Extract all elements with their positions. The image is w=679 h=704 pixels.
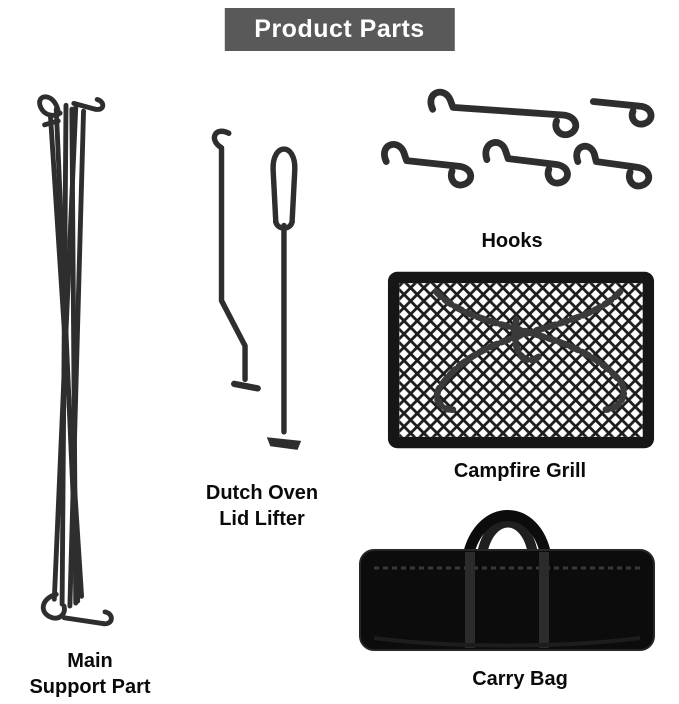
folded-poles-icon <box>37 94 114 627</box>
label-line: Campfire Grill <box>453 460 587 482</box>
label-hooks: Hooks <box>432 228 592 254</box>
bag-handle-front <box>462 510 552 562</box>
label-line: Support Part <box>29 676 151 698</box>
label-line: Main <box>67 650 113 672</box>
pole-bottom-feet <box>40 591 114 627</box>
part-lid-lifter <box>196 88 314 468</box>
hook-shapes <box>381 88 655 190</box>
label-bag: Carry Bag <box>420 666 620 692</box>
mesh-grill-with-chain-icon <box>387 271 655 449</box>
lifter-handle-tool <box>266 146 302 450</box>
pole-top-hooks <box>37 94 106 128</box>
label-main-support: Main Support Part <box>10 648 170 700</box>
part-hooks <box>363 80 663 216</box>
label-line: Dutch Oven <box>205 482 319 504</box>
bag-handle-back <box>477 517 538 559</box>
part-bag <box>352 498 662 658</box>
lifter-rod <box>211 128 261 392</box>
bag-seam <box>373 636 641 648</box>
bag-straps <box>465 552 549 648</box>
s-hooks-icon <box>381 88 655 190</box>
label-lid-lifter: Dutch Oven Lid Lifter <box>182 480 342 532</box>
label-line: Hooks <box>481 230 543 252</box>
duffel-bag-icon <box>359 510 655 651</box>
page-title: Product Parts <box>254 15 425 43</box>
label-grill: Campfire Grill <box>420 458 620 484</box>
pole-bundle <box>47 102 86 609</box>
part-grill <box>384 268 658 452</box>
label-line: Carry Bag <box>472 668 568 690</box>
title-banner: Product Parts <box>224 8 455 51</box>
bag-body <box>359 549 655 651</box>
label-line: Lid Lifter <box>219 508 305 530</box>
part-main-support <box>16 80 116 645</box>
grill-chain <box>432 288 628 413</box>
lid-lifter-tools-icon <box>211 128 302 450</box>
